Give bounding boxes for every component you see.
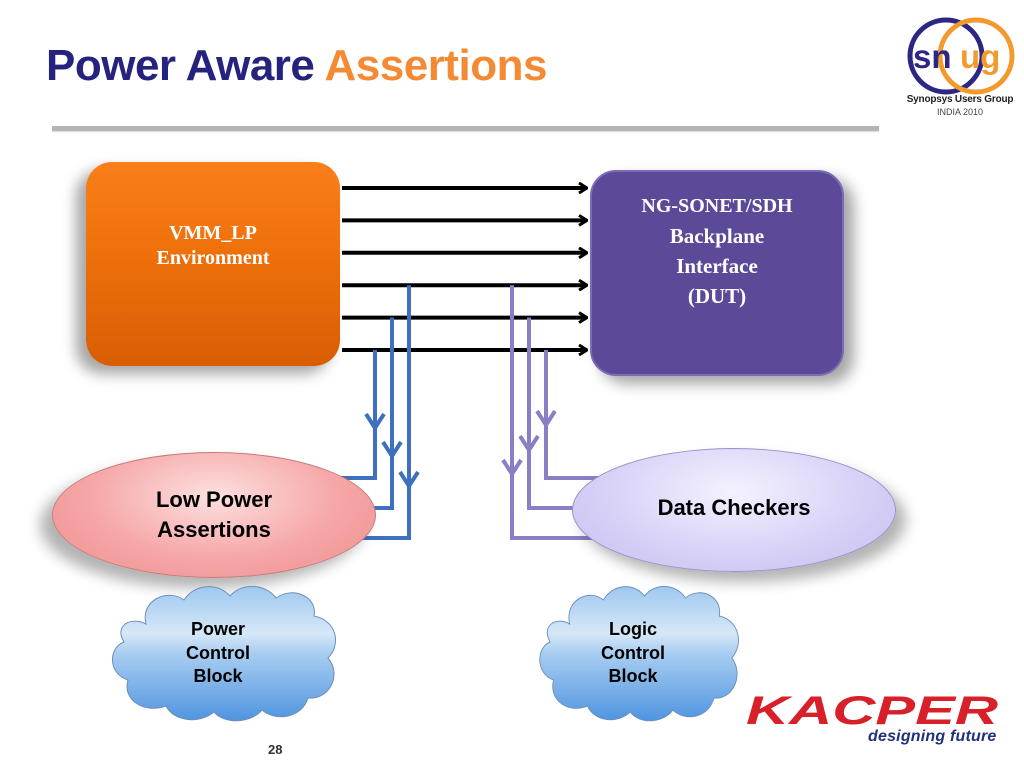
low-power-assertions-node[interactable]: Low Power Assertions	[52, 452, 376, 578]
lpa-line2: Assertions	[157, 517, 271, 542]
logic-control-block-cloud-icon[interactable]	[534, 582, 746, 724]
dut-block-line1: NG-SONET/SDH	[641, 195, 793, 217]
dut-block[interactable]: NG-SONET/SDH Backplane Interface (DUT)	[590, 170, 844, 376]
pcb-line1: Power	[190, 619, 246, 639]
tap-arrowhead-icon	[381, 440, 403, 460]
kacper-tagline: designing future	[868, 728, 997, 745]
title-divider	[52, 126, 879, 131]
power-control-block-label: Power Control Block	[168, 618, 268, 689]
power-control-block-cloud-icon[interactable]	[106, 582, 344, 724]
dut-block-line4: (DUT)	[687, 284, 747, 308]
dut-block-line3: Interface	[676, 254, 758, 278]
logic-control-block-label: Logic Control Block	[583, 618, 683, 689]
lcb-line2: Control	[601, 642, 665, 663]
snug-logo: sn ug	[907, 17, 1015, 95]
snug-subcaption: INDIA 2010	[936, 107, 984, 117]
pcb-line3: Block	[193, 666, 243, 686]
snug-mark-sn: sn	[913, 38, 952, 75]
env-block-line2: Environment	[156, 247, 270, 269]
page-number: 28	[268, 742, 283, 757]
vmm-lp-environment-block[interactable]: VMM_LP Environment	[86, 162, 340, 366]
tap-to-low-power-assertions	[340, 350, 377, 480]
env-to-dut-signals	[342, 188, 586, 350]
tap-arrowhead-icon	[535, 409, 557, 429]
title-part-primary: Power Aware	[46, 41, 315, 90]
dut-block-line2: Backplane	[669, 224, 765, 248]
lcb-line1: Logic	[609, 619, 657, 639]
data-checkers-label: Data Checkers	[657, 495, 811, 520]
tap-arrowhead-icon	[501, 458, 523, 478]
snug-caption: Synopsys Users Group	[906, 94, 1014, 105]
tap-to-data-checkers	[510, 285, 600, 540]
lpa-line1: Low Power	[155, 487, 273, 512]
tap-to-data-checkers	[544, 350, 600, 480]
tap-arrowhead-icon	[364, 412, 386, 432]
snug-ring-blue-icon	[907, 17, 985, 95]
tap-arrowhead-icon	[398, 470, 420, 490]
title-part-accent: Assertions	[324, 41, 548, 90]
lcb-line3: Block	[608, 666, 658, 686]
slide-title: Power Aware Assertions	[46, 44, 547, 88]
pcb-line2: Control	[186, 642, 250, 663]
env-block-line1: VMM_LP	[169, 222, 257, 244]
snug-mark-ug: ug	[960, 38, 1000, 75]
tap-arrowhead-icon	[518, 434, 540, 454]
data-checkers-node[interactable]: Data Checkers	[572, 448, 896, 572]
snug-ring-orange-icon	[937, 17, 1015, 95]
kacper-wordmark: KACPER	[746, 689, 998, 733]
kacper-logo: KACPER	[746, 689, 998, 733]
